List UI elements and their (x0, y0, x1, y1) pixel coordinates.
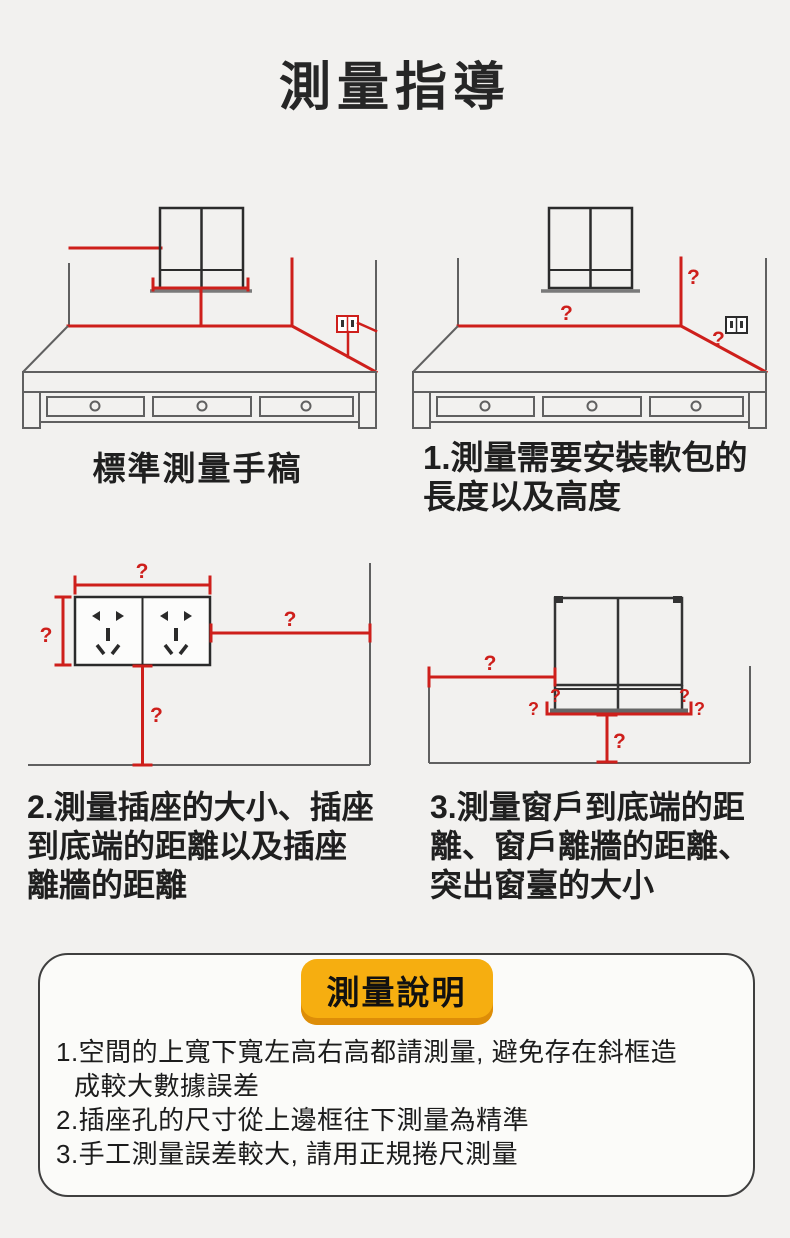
measure-lines (456, 256, 769, 375)
floor-distance-measure-line (596, 713, 618, 764)
window-icon (550, 596, 688, 714)
question-mark-label: ? (679, 686, 690, 706)
measurement-notes-box: 測量說明 1.空間的上寬下寬左高右高都請測量, 避免存在斜框造 成較大數據誤差 … (38, 953, 755, 1197)
figure-soft-pack-dims: ? ? ? (395, 170, 790, 450)
page-title: 測量指導 (278, 59, 511, 117)
outlet-drawing: ? ? ? ? (28, 560, 372, 767)
caption-window-dims: 3.測量窗戶到底端的距 離、窗戶離牆的距離、 突出窗臺的大小 (430, 789, 751, 903)
question-mark-label: ? (550, 686, 561, 706)
question-mark-label: ? (136, 560, 149, 583)
caption-soft-pack: 1.測量需要安裝軟包的 長度以及高度 (423, 439, 748, 515)
sill-measure-line (151, 277, 250, 328)
notes-badge: 測量說明 (300, 959, 493, 1025)
question-mark-label: ? (712, 328, 725, 351)
height-measure-line (54, 595, 72, 667)
floor-distance-measure-line (132, 664, 153, 767)
question-mark-label: ? (613, 730, 626, 753)
note-line-2: 2.插座孔的尺寸從上邊框往下測量為精準 (56, 1105, 530, 1135)
double-outlet-icon (73, 595, 212, 667)
wall-outlet-icon (725, 316, 748, 334)
bed-top-measure-lines (66, 257, 379, 375)
note-line-1: 1.空間的上寬下寬左高右高都請測量, 避免存在斜框造 (56, 1037, 678, 1067)
notes-lines: 1.空間的上寬下寬左高右高都請測量, 避免存在斜框造 成較大數據誤差 2.插座孔… (56, 1035, 743, 1171)
question-mark-label: ? (284, 608, 297, 631)
standard-sketch-drawing (22, 206, 379, 429)
question-mark-label: ? (694, 699, 705, 719)
note-line-1-cont: 成較大數據誤差 (74, 1071, 260, 1101)
wall-distance-measure-line (427, 666, 557, 688)
window-drawing: ? ? ? ? ? ? (427, 596, 751, 764)
figure-standard-sketch (0, 170, 395, 450)
figure-outlet-dims: ? ? ? ? (0, 550, 400, 790)
window-icon (541, 206, 640, 293)
question-mark-label: ? (484, 652, 497, 675)
wall-outlet-icon (336, 315, 378, 359)
caption-standard-sketch: 標準測量手稿 (92, 450, 303, 487)
question-mark-label: ? (528, 699, 539, 719)
question-mark-label: ? (687, 266, 700, 289)
figure-window-dims: ? ? ? ? ? ? (400, 550, 790, 790)
width-measure-line (73, 575, 212, 595)
soft-pack-drawing: ? ? ? (412, 206, 769, 429)
window-icon (150, 206, 252, 293)
question-mark-label: ? (560, 302, 573, 325)
question-mark-label: ? (150, 704, 163, 727)
note-line-3: 3.手工測量誤差較大, 請用正規捲尺測量 (56, 1139, 519, 1169)
bed-icon (22, 325, 377, 429)
sill-measure-line (545, 701, 693, 716)
caption-outlet-dims: 2.測量插座的大小、插座 到底端的距離以及插座 離牆的距離 (27, 789, 374, 903)
wall-distance-measure-line (209, 623, 372, 643)
question-mark-label: ? (40, 624, 53, 647)
bed-icon (412, 325, 767, 429)
